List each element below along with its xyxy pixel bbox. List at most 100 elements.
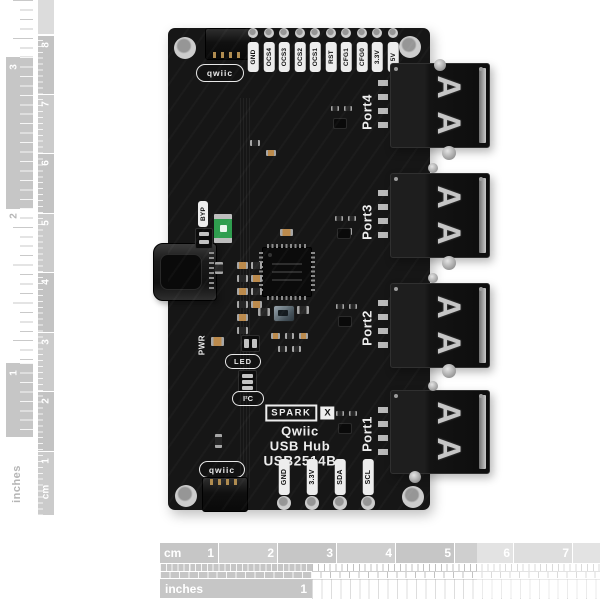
product-name-line2: USB Hub bbox=[269, 438, 331, 454]
inch-segment-ticks bbox=[20, 363, 33, 437]
sparkx-logo: SPARK X bbox=[265, 404, 335, 422]
cm-number: 6 bbox=[40, 160, 52, 166]
usb-port-4: A A bbox=[390, 63, 490, 148]
passive-component bbox=[251, 288, 262, 295]
pin-hole bbox=[357, 28, 367, 38]
cm-number: 7 bbox=[40, 101, 52, 107]
passive-component bbox=[344, 106, 352, 111]
usb-port-shell bbox=[479, 288, 486, 363]
mounting-hole bbox=[175, 485, 197, 507]
passive-component bbox=[349, 304, 357, 309]
mounting-hole bbox=[399, 36, 421, 58]
product-name-line1: Qwiic bbox=[281, 423, 319, 439]
port-pads bbox=[378, 407, 388, 461]
mounting-hole bbox=[402, 486, 424, 508]
ruler-fade-overlay bbox=[477, 543, 600, 598]
passive-component bbox=[266, 150, 276, 156]
passive-component bbox=[237, 262, 248, 269]
pin-hole bbox=[333, 496, 347, 510]
transistor bbox=[338, 423, 352, 434]
pin-label: CFG1 bbox=[340, 42, 352, 72]
cm-segment: cm 1 bbox=[160, 543, 218, 563]
usb-contact-icon: A bbox=[431, 185, 467, 209]
inches-unit-label: inches bbox=[165, 581, 204, 596]
inch-number: 3 bbox=[8, 64, 20, 70]
passive-component bbox=[237, 301, 248, 308]
pin-hole bbox=[264, 28, 274, 38]
pin-hole bbox=[295, 28, 305, 38]
transistor bbox=[337, 228, 351, 239]
spark-logo-x: X bbox=[320, 406, 335, 420]
inch-segment bbox=[6, 363, 33, 437]
cm-number: 3 bbox=[40, 339, 52, 345]
usb2514b-chip bbox=[259, 244, 315, 300]
port-label: Port1 bbox=[359, 416, 375, 452]
pin-hole bbox=[341, 28, 351, 38]
inch-number: 1 bbox=[300, 581, 307, 596]
pin-hole bbox=[361, 496, 375, 510]
cm-segment: 7 bbox=[514, 543, 572, 563]
port-pads bbox=[378, 80, 388, 134]
port-pads bbox=[378, 190, 388, 244]
passive-component bbox=[251, 275, 262, 282]
pin-label: CFG0 bbox=[356, 42, 368, 72]
cm-number: 4 bbox=[40, 279, 52, 285]
usb-c-connector bbox=[153, 243, 217, 301]
crystal-oscillator bbox=[273, 305, 295, 322]
inch-segment bbox=[6, 57, 33, 209]
passive-component bbox=[349, 411, 357, 416]
passive-component bbox=[251, 301, 262, 308]
cm-number: 1 bbox=[40, 458, 52, 464]
cm-number: 5 bbox=[40, 220, 52, 226]
ruler-tick-column-long bbox=[13, 0, 20, 440]
usb-contact-icon: A bbox=[431, 111, 467, 135]
solder-joint bbox=[434, 59, 446, 71]
product-name-line3: USB2514B bbox=[263, 453, 337, 469]
cm-segment: 2 bbox=[219, 543, 277, 563]
inch-segment-ticks bbox=[20, 57, 33, 209]
inches-band-continuation bbox=[312, 579, 600, 599]
pin-label: RST bbox=[325, 42, 337, 72]
qwiic-connector-top bbox=[205, 28, 251, 60]
passive-component bbox=[285, 333, 294, 339]
i2c-label: I²C bbox=[232, 391, 264, 406]
inches-unit-label: inches bbox=[11, 465, 23, 503]
qwiic-connector-bottom bbox=[202, 477, 248, 512]
pin-label: OCS1 bbox=[309, 42, 321, 72]
passive-component bbox=[297, 306, 309, 314]
qwiic-logo-bottom: qwiic bbox=[199, 461, 245, 478]
pin-label: OCS2 bbox=[294, 42, 306, 72]
cm-segment bbox=[573, 543, 600, 563]
byp-label: BYP bbox=[198, 201, 208, 227]
pin-hole bbox=[372, 28, 382, 38]
inch-number: 1 bbox=[8, 370, 20, 376]
pin-hole bbox=[305, 496, 319, 510]
passive-component bbox=[278, 346, 287, 352]
pin-label: 3.3V bbox=[306, 459, 318, 495]
cm-segment: 4 bbox=[337, 543, 395, 563]
cm-unit-label: cm bbox=[40, 484, 52, 500]
usb-contact-icon: A bbox=[431, 437, 467, 461]
cm-number: 8 bbox=[40, 42, 52, 48]
pin-label: SCL bbox=[362, 459, 374, 495]
pin-hole bbox=[277, 496, 291, 510]
passive-component bbox=[336, 411, 344, 416]
passive-component bbox=[331, 106, 339, 111]
passive-component bbox=[299, 333, 308, 339]
cm-number: 5 bbox=[444, 546, 451, 560]
connector-pins bbox=[213, 52, 243, 58]
cm-unit-label: cm bbox=[164, 546, 182, 560]
solder-joint bbox=[442, 364, 456, 378]
usb-port-shell bbox=[479, 395, 486, 469]
cm-number: 4 bbox=[385, 546, 392, 560]
cm-segment: 5 bbox=[396, 543, 454, 563]
usb-c-slot bbox=[160, 254, 202, 290]
solder-joint bbox=[428, 273, 438, 283]
inch-number: 2 bbox=[8, 213, 20, 219]
pin-hole bbox=[326, 28, 336, 38]
port-label: Port2 bbox=[359, 310, 375, 346]
usb-contact-icon: A bbox=[431, 331, 467, 355]
port-pads bbox=[378, 300, 388, 354]
cm-segment: 6 bbox=[455, 543, 513, 563]
passive-component bbox=[336, 304, 344, 309]
